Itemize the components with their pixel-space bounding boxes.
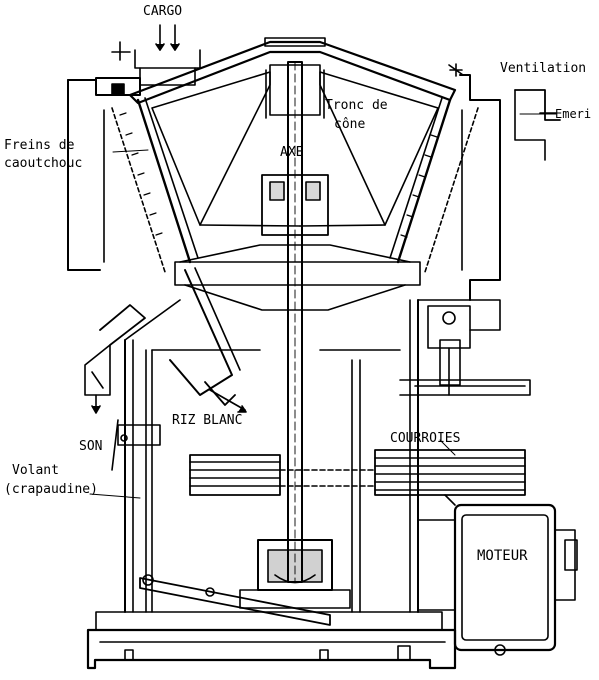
central-shaft <box>239 61 351 609</box>
label-volant-line2: (crapaudine) <box>4 482 98 497</box>
bran-chute <box>84 304 146 414</box>
machine-base <box>86 611 457 670</box>
label-son: SON <box>79 439 102 454</box>
label-emeri: Emeri <box>555 107 591 121</box>
label-moteur: MOTEUR <box>477 548 528 564</box>
side-bearing-right <box>427 305 471 396</box>
label-courroies: COURROIES <box>390 431 460 446</box>
label-tronc-line2: cône <box>334 117 365 132</box>
belt-pulleys <box>189 449 526 496</box>
label-axe: AXE <box>280 145 303 160</box>
white-rice-chute <box>169 267 247 413</box>
cargo-hopper <box>95 24 201 96</box>
label-freins-line2: caoutchouc <box>4 156 82 171</box>
handwheel-lever <box>111 419 331 626</box>
leader-lines <box>89 113 557 499</box>
cone-rotor <box>111 37 479 311</box>
label-riz-blanc: RIZ BLANC <box>172 413 242 428</box>
label-cargo: CARGO <box>143 4 182 19</box>
label-volant-line1: Volant <box>12 463 59 478</box>
label-freins-line1: Freins de <box>4 138 75 153</box>
label-tronc-line1: Tronc de <box>325 98 388 113</box>
label-ventilation: Ventilation <box>500 61 586 76</box>
motor <box>417 494 578 656</box>
ventilation-duct <box>448 63 561 161</box>
